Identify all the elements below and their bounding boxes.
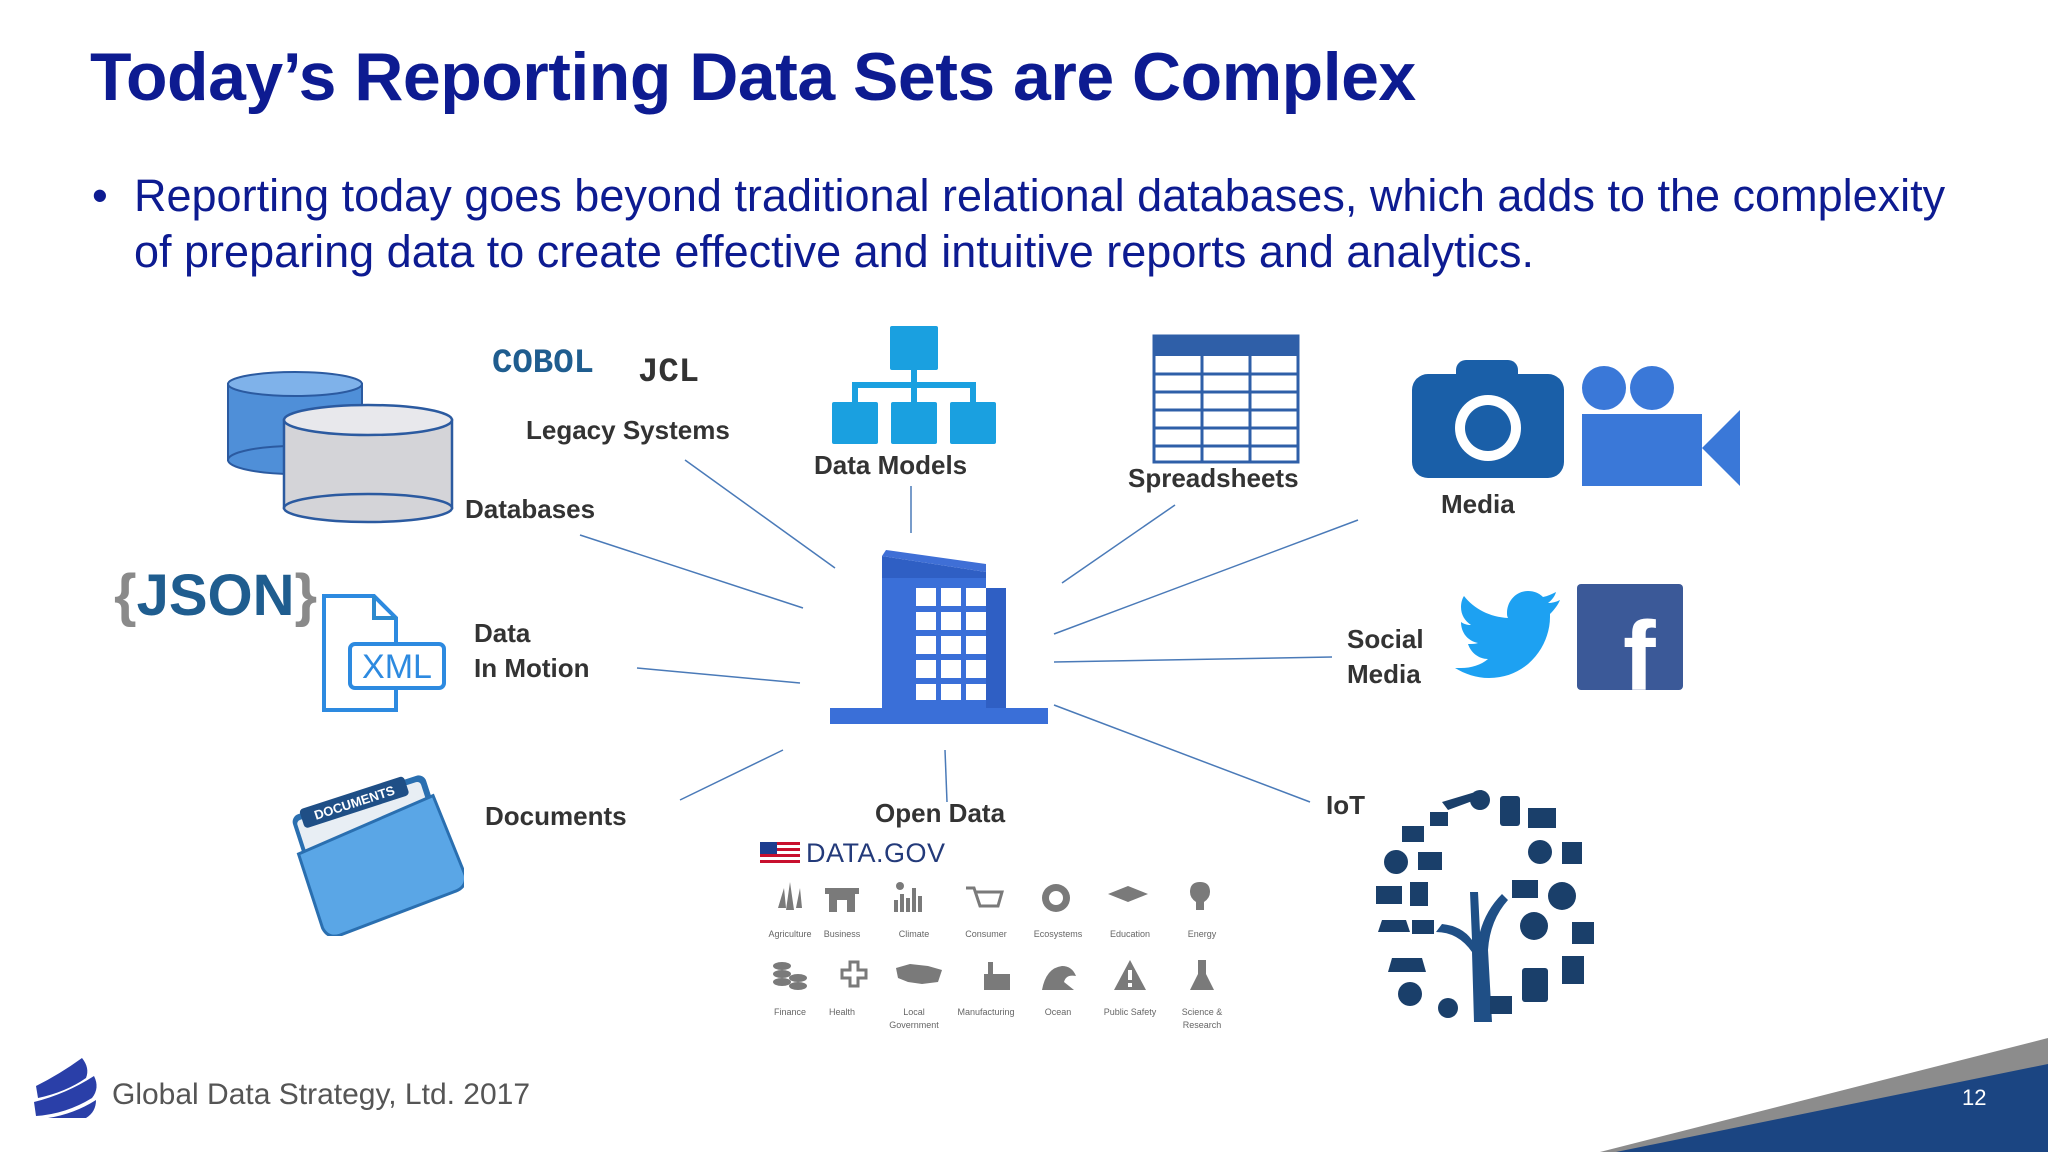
datagov-row1-icons [778, 882, 1210, 912]
video-camera-icon [1582, 366, 1740, 486]
xml-text: XML [362, 648, 432, 686]
public-safety-icon [1114, 960, 1146, 990]
datagov-cat-public-safety[interactable]: Public Safety [1103, 1007, 1157, 1017]
datagov-cat-local-government[interactable]: Local Government [878, 1006, 950, 1032]
social-media-label-line1: Social [1347, 624, 1424, 654]
cobol-text: COBOL [492, 345, 595, 383]
health-icon [840, 960, 868, 988]
datagov-cat-ocean[interactable]: Ocean [1044, 1007, 1072, 1017]
legacy-systems-label: Legacy Systems [526, 415, 730, 445]
science-icon [1190, 960, 1214, 990]
finance-icon [773, 962, 807, 990]
datagov-cat-science-research[interactable]: Science & Research [1166, 1006, 1238, 1032]
datagov-cat-finance[interactable]: Finance [773, 1007, 807, 1017]
datagov-logo: DATA.GOV [806, 838, 946, 868]
json-brace-close: } [294, 563, 318, 628]
climate-icon [894, 882, 922, 912]
json-logo: {JSON} [114, 560, 317, 632]
agriculture-icon [778, 882, 802, 910]
iot-label: IoT [1326, 790, 1365, 820]
datagov-cat-manufacturing[interactable]: Manufacturing [957, 1007, 1015, 1017]
datagov-cat-health[interactable]: Health [828, 1007, 855, 1017]
datagov-cat-energy[interactable]: Energy [1187, 929, 1217, 939]
footer-band [1600, 1038, 2048, 1152]
documents-folder-icon: DOCUMENTS [292, 775, 464, 936]
datagov-cat-consumer[interactable]: Consumer [965, 929, 1007, 939]
open-data-label: Open Data [875, 798, 1006, 828]
data-models-label: Data Models [814, 450, 968, 480]
spreadsheets-label: Spreadsheets [1128, 463, 1299, 493]
footer-company: Global Data Strategy, Ltd. 2017 [112, 1078, 531, 1111]
datagov-cat-agriculture[interactable]: Agriculture [768, 929, 812, 939]
slide-title: Today’s Reporting Data Sets are Complex [90, 39, 1416, 115]
local-gov-line1: Local [903, 1007, 925, 1017]
ocean-icon [1042, 966, 1076, 990]
page-number: 12 [1962, 1085, 1987, 1110]
jcl-text: JCL [638, 354, 700, 392]
facebook-f: f [1623, 601, 1656, 690]
bullet-text: Reporting today goes beyond traditional … [134, 170, 1946, 277]
data-in-motion-label-line1: Data [474, 618, 531, 648]
iot-tree-icon [1376, 790, 1594, 1022]
json-text: JSON [136, 563, 295, 628]
datagov-cat-education[interactable]: Education [1109, 929, 1151, 939]
consumer-icon [966, 886, 1004, 908]
xml-file-icon: XML [322, 594, 446, 712]
manufacturing-icon [984, 962, 1010, 990]
datagov-row2-icons [773, 960, 1214, 990]
datagov-cat-climate[interactable]: Climate [898, 929, 930, 939]
energy-icon [1190, 882, 1210, 910]
datagov-cat-business[interactable]: Business [823, 929, 861, 939]
datagov-cat-ecosystems[interactable]: Ecosystems [1033, 929, 1083, 939]
spreadsheet-icon [1152, 334, 1300, 464]
social-media-label-line2: Media [1347, 659, 1421, 689]
data-in-motion-label: Data In Motion [474, 616, 590, 686]
camera-icon [1412, 360, 1564, 478]
facebook-icon: f [1577, 584, 1683, 690]
org-chart-icon [832, 326, 996, 444]
datagov-panel: DATA.GOV Agriculture Business Climate Co… [758, 838, 1228, 1038]
us-flag-icon [760, 842, 800, 863]
ecosystems-icon [1042, 884, 1070, 912]
local-government-icon [896, 964, 942, 984]
media-label: Media [1441, 489, 1515, 519]
twitter-icon [1455, 591, 1560, 678]
documents-label: Documents [485, 801, 627, 831]
business-icon [825, 888, 859, 912]
building-icon [830, 550, 1048, 724]
bullet-marker: • [92, 170, 108, 221]
education-icon [1108, 886, 1148, 902]
json-brace-open: { [114, 563, 137, 628]
science-line2: Research [1182, 1020, 1222, 1030]
databases-label: Databases [465, 494, 596, 524]
local-gov-line2: Government [889, 1020, 939, 1030]
data-in-motion-label-line2: In Motion [474, 653, 590, 683]
science-line1: Science & [1181, 1007, 1223, 1017]
company-logo-icon [34, 1058, 97, 1118]
database-icon [227, 371, 454, 524]
social-media-label: Social Media [1347, 622, 1424, 692]
